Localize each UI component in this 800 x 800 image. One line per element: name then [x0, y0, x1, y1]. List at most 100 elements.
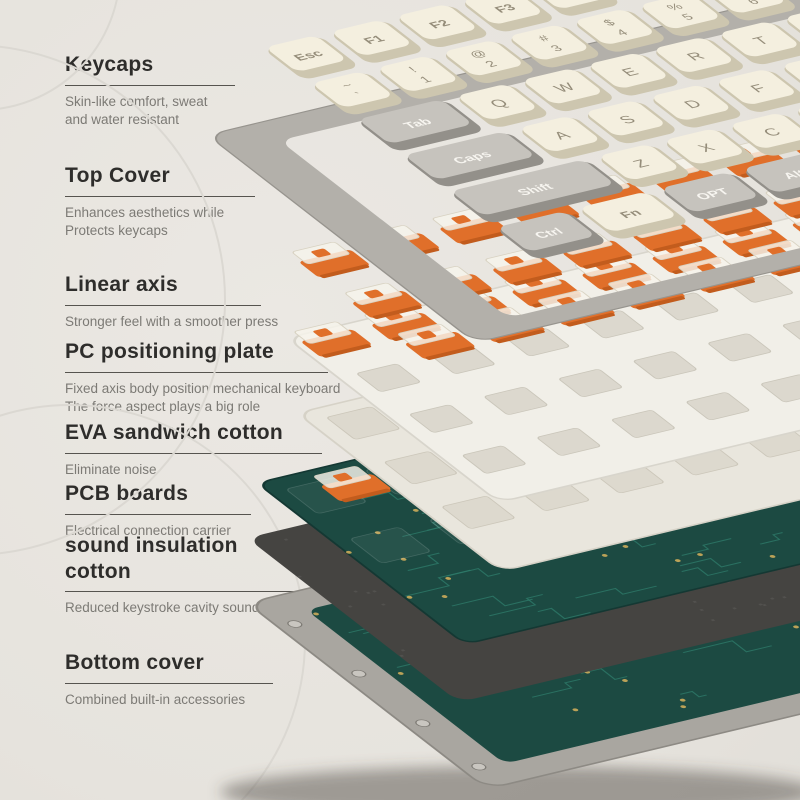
screw [415, 719, 431, 727]
svg-text:3: 3 [547, 43, 566, 53]
switch [415, 266, 493, 303]
switch [524, 415, 602, 453]
keycap: C [732, 114, 800, 156]
switch [714, 221, 792, 258]
svg-text:E: E [618, 66, 643, 79]
keycap: G [784, 54, 800, 97]
keycap: Fn [582, 193, 686, 239]
switch [345, 282, 423, 319]
annotation-title: PCB boards [65, 482, 189, 505]
keycap: F2 [399, 5, 487, 47]
eva-sandwich-cotton-layer [303, 158, 800, 569]
annotation-title: Bottom cover [65, 651, 204, 674]
switch [712, 141, 790, 178]
keycap: Tab [361, 100, 481, 151]
annotation-desc: Stronger feel with a smoother press [65, 313, 279, 329]
annotation-title: Linear axis [65, 273, 179, 296]
keycap: Q [459, 85, 547, 127]
keycap: Esc [268, 36, 356, 79]
annotation-underline [65, 452, 322, 454]
keycap: @2 [445, 41, 533, 83]
top-cover-layer [214, 0, 800, 340]
annotation-underline [65, 84, 235, 86]
switch [454, 432, 531, 469]
switch [434, 288, 512, 325]
svg-text:6: 6 [744, 0, 763, 6]
keycap: OPT [664, 173, 768, 219]
keycap: !1 [380, 57, 468, 99]
switch [432, 208, 510, 245]
keycap: ^6 [708, 0, 795, 21]
svg-text:Caps: Caps [450, 149, 496, 166]
keycap: Z [601, 145, 689, 187]
switch [678, 256, 756, 293]
svg-text:#: # [534, 33, 553, 44]
annotation-underline [65, 371, 328, 373]
svg-text:W: W [550, 81, 580, 95]
annotation-desc: Combined built-in accessories [65, 691, 246, 707]
svg-text:F1: F1 [360, 33, 388, 46]
switch [748, 240, 800, 277]
pcb-board-layer [262, 228, 800, 643]
switch [398, 323, 475, 360]
switch [468, 307, 545, 344]
screw [287, 620, 303, 628]
switch [504, 271, 582, 308]
svg-text:%: % [663, 1, 686, 13]
linear-axis-layer [292, 124, 800, 360]
keycap: W [525, 69, 612, 112]
keycap: F4 [530, 0, 618, 16]
annotation-underline [65, 304, 261, 306]
keycap: Caps [407, 133, 544, 187]
svg-text:F3: F3 [491, 2, 519, 15]
keycaps-layer: EscF1F2F3F4F5F6F7F8~`!1@2#3$4%5^6&7*8Tab… [268, 0, 800, 259]
svg-text:R: R [683, 50, 709, 63]
keycap: ~` [314, 72, 402, 115]
svg-text:S: S [615, 113, 640, 126]
svg-text:F2: F2 [426, 18, 454, 31]
screw [351, 669, 367, 678]
svg-text:`: ` [352, 90, 368, 100]
keycap: F1 [334, 21, 421, 63]
switch [292, 241, 370, 279]
switch [384, 449, 461, 486]
svg-text:@: @ [466, 48, 491, 60]
svg-text:Shift: Shift [514, 181, 557, 197]
switch [538, 290, 615, 327]
svg-text:F: F [747, 82, 771, 95]
keycap: Alt [746, 154, 800, 200]
svg-text:!: ! [405, 65, 420, 74]
switch [362, 225, 440, 262]
annotation-underline [65, 682, 273, 684]
keycap: &7 [773, 0, 800, 5]
svg-text:Q: Q [486, 97, 512, 110]
svg-text:Ctrl: Ctrl [531, 226, 566, 240]
svg-text:Alt: Alt [780, 168, 800, 181]
annotation-title: PC positioning plate [65, 340, 274, 363]
annotation-desc: Skin-like comfort, sweat and water resis… [65, 93, 208, 128]
keycap: %5 [642, 0, 730, 36]
svg-text:$: $ [600, 17, 619, 28]
switch [642, 158, 720, 195]
svg-text:5: 5 [678, 12, 697, 22]
switch [625, 215, 703, 253]
keycap: F [719, 70, 800, 112]
svg-text:~: ~ [337, 80, 356, 91]
keycap: A [522, 117, 610, 159]
floor-shadow [220, 766, 800, 800]
switch [765, 182, 800, 219]
switch [782, 124, 800, 160]
keycap: S [587, 101, 675, 144]
keycap: F5 [596, 0, 683, 1]
keycap: D [653, 86, 741, 128]
svg-text:Tab: Tab [400, 116, 435, 130]
annotation-title: Top Cover [65, 164, 170, 187]
